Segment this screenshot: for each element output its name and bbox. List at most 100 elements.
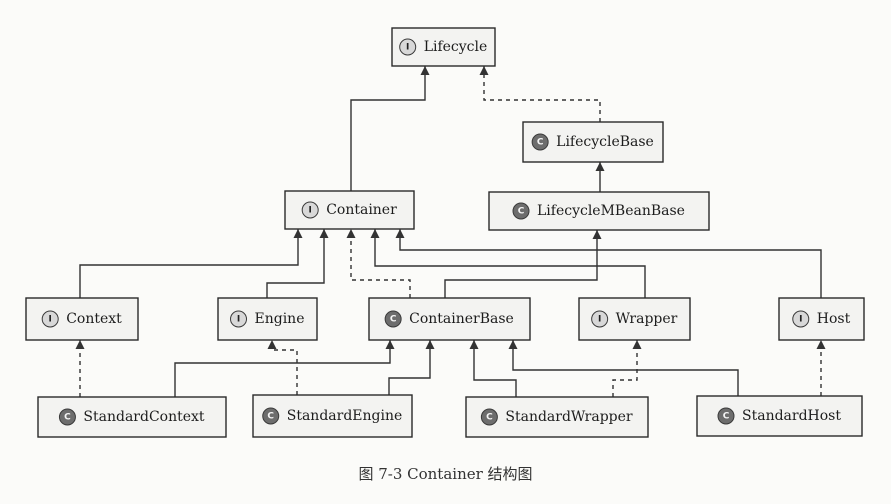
node-label: Engine (255, 311, 305, 327)
edge-standardcontext-to-containerbase (174, 340, 395, 397)
badge-letter: I (799, 315, 802, 325)
node-label: StandardWrapper (505, 409, 633, 425)
badge-letter: C (537, 138, 544, 148)
arrowhead-icon (385, 340, 395, 349)
arrowhead-icon (469, 340, 479, 349)
class-badge-icon (384, 310, 402, 328)
class-badge-icon (58, 408, 76, 426)
edge-line (483, 66, 601, 122)
edge-standardwrapper-to-containerbase (469, 340, 517, 397)
node-wrapper: Wrapper I (578, 297, 691, 341)
edge-wrapper-to-container (370, 229, 646, 298)
edge-line (79, 229, 299, 298)
arrowhead-icon (293, 229, 303, 238)
badge-letter: C (64, 413, 71, 423)
node-host: Host I (778, 297, 865, 341)
node-label: Lifecycle (424, 39, 488, 55)
edge-containerbase-to-lifecyclembeanbase (444, 230, 602, 298)
class-badge-icon (480, 408, 498, 426)
node-context: Context I (25, 297, 139, 341)
node-label: Host (817, 311, 851, 327)
arrowhead-icon (508, 340, 518, 349)
edge-context-to-container (79, 229, 303, 298)
edge-standardengine-to-containerbase (388, 340, 435, 395)
figure-caption: 图 7-3 Container 结构图 (358, 465, 533, 483)
node-label: Wrapper (616, 311, 678, 327)
interface-badge-icon (399, 38, 417, 56)
edge-line (612, 340, 638, 397)
node-lifecyclebase: LifecycleBase C (522, 121, 664, 163)
edge-line (473, 340, 517, 397)
node-lifecyclembeanbase: LifecycleMBeanBase C (488, 191, 710, 231)
arrowhead-icon (595, 162, 605, 171)
edge-line (512, 340, 739, 396)
edge-containerbase-to-container (346, 229, 411, 298)
edge-lifecyclebase-to-lifecycle (479, 66, 601, 122)
badge-letter: C (518, 207, 525, 217)
arrowhead-icon (632, 340, 642, 349)
badge-letter: I (237, 315, 240, 325)
edge-standardengine-to-engine (267, 340, 298, 395)
edge-engine-to-container (266, 229, 329, 298)
interface-badge-icon (301, 201, 319, 219)
node-label: LifecycleMBeanBase (537, 203, 685, 219)
edge-line (350, 229, 411, 298)
arrowhead-icon (319, 229, 329, 238)
edge-lifecyclembeanbase-to-lifecyclebase (595, 162, 605, 192)
edge-line (350, 66, 426, 191)
arrowhead-icon (592, 230, 602, 239)
badge-letter: I (49, 315, 52, 325)
interface-badge-icon (792, 310, 810, 328)
node-box (252, 394, 413, 438)
node-standardcontext: StandardContext C (37, 396, 227, 438)
class-badge-icon (512, 202, 530, 220)
node-label: ContainerBase (409, 311, 514, 327)
edge-line (388, 340, 431, 395)
arrowhead-icon (346, 229, 356, 238)
arrowhead-icon (425, 340, 435, 349)
class-badge-icon (531, 133, 549, 151)
edge-line (174, 340, 391, 397)
edge-line (266, 229, 325, 298)
edge-standardhost-to-host (816, 340, 826, 396)
interface-badge-icon (230, 310, 248, 328)
arrowhead-icon (395, 229, 405, 238)
edge-line (444, 230, 598, 298)
node-label: StandardContext (83, 409, 205, 425)
arrowhead-icon (267, 340, 277, 349)
class-badge-icon (262, 407, 280, 425)
node-engine: Engine I (217, 297, 318, 341)
arrowhead-icon (75, 340, 85, 349)
interface-badge-icon (41, 310, 59, 328)
interface-badge-icon (591, 310, 609, 328)
node-label: StandardEngine (287, 408, 403, 424)
edges-layer (75, 66, 826, 397)
badge-letter: I (598, 315, 601, 325)
arrowhead-icon (370, 229, 380, 238)
edge-container-to-lifecycle (350, 66, 430, 191)
node-standardhost: StandardHost C (696, 395, 863, 437)
edge-standardhost-to-containerbase (508, 340, 739, 396)
edge-host-to-container (395, 229, 822, 298)
node-label: LifecycleBase (556, 134, 654, 150)
badge-letter: I (406, 43, 409, 53)
node-label: StandardHost (742, 408, 841, 424)
edge-line (374, 229, 646, 298)
badge-letter: C (723, 412, 730, 422)
arrowhead-icon (816, 340, 826, 349)
node-lifecycle: Lifecycle I (391, 27, 496, 67)
badge-letter: C (267, 412, 274, 422)
node-containerbase: ContainerBase C (368, 297, 531, 341)
node-label: Container (326, 202, 397, 218)
badge-letter: C (390, 315, 397, 325)
edge-line (399, 229, 822, 298)
arrowhead-icon (420, 66, 430, 75)
node-label: Context (66, 311, 122, 327)
edge-standardcontext-to-context (75, 340, 85, 397)
node-standardengine: StandardEngine C (252, 394, 413, 438)
